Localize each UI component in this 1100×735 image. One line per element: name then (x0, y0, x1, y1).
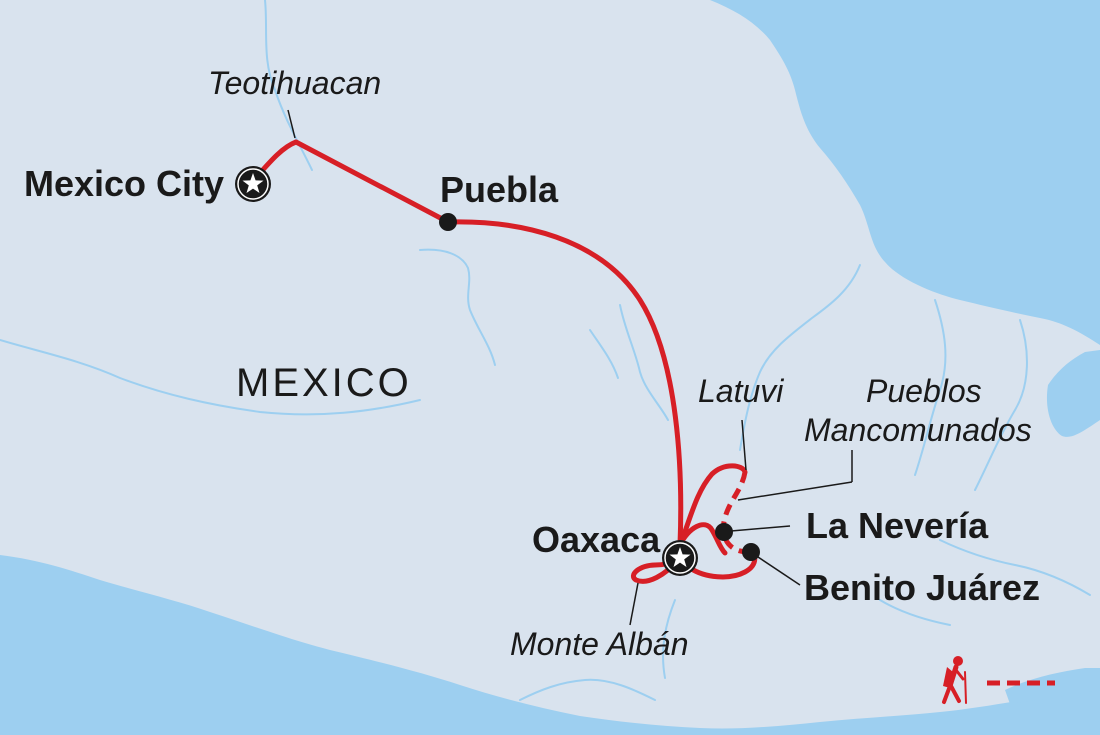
star-icon (242, 173, 264, 193)
river (419, 248, 496, 366)
la-neveria-leader (730, 525, 791, 532)
river (0, 339, 421, 416)
benito-juarez-leader (751, 552, 801, 586)
pacific-coast-lagoon (1005, 668, 1100, 704)
gulf-coast-lagoon (1046, 350, 1100, 437)
la-neveria-dot-marker (715, 523, 733, 541)
map-labels: MEXICO Mexico City Teotihuacan Puebla Oa… (24, 65, 1040, 662)
route-puebla-oaxaca (445, 219, 684, 548)
leader-lines (287, 109, 853, 626)
river (939, 539, 1091, 596)
river (662, 599, 676, 679)
mexico-city-star-marker (235, 166, 271, 202)
oaxaca-star-marker (662, 540, 698, 576)
river (879, 599, 951, 626)
river (914, 299, 947, 476)
pueblos-leader-horizontal (737, 481, 853, 501)
river (974, 319, 1028, 491)
label-puebla: Puebla (440, 169, 559, 210)
label-teotihuacan: Teotihuacan (208, 65, 381, 101)
country-label: MEXICO (236, 361, 412, 405)
river (739, 264, 861, 451)
route-latuvi-return (677, 522, 728, 556)
map-markers (235, 166, 760, 576)
label-benito-juarez: Benito Juárez (804, 567, 1040, 608)
trek-route-dashed (720, 471, 749, 555)
label-mexico-city: Mexico City (24, 163, 224, 204)
puebla-dot-marker (439, 213, 457, 231)
river (619, 304, 669, 421)
label-monte-alban: Monte Albán (510, 626, 688, 662)
rivers (0, 0, 1091, 701)
benito-juarez-dot-marker (742, 543, 760, 561)
label-pueblos-line1: Pueblos (866, 373, 982, 409)
hiker-icon (942, 656, 967, 704)
star-icon (669, 547, 691, 567)
label-latuvi: Latuvi (698, 373, 784, 409)
route-teotihuacan-puebla (293, 139, 451, 225)
legend (942, 656, 1055, 704)
label-pueblos-line2: Mancomunados (804, 412, 1032, 448)
label-la-neveria: La Nevería (806, 505, 989, 546)
route-oaxaca-latuvi-loop (677, 463, 748, 548)
pacific-ocean (0, 555, 1100, 735)
river (519, 678, 656, 701)
label-oaxaca: Oaxaca (532, 519, 661, 560)
latuvi-leader (741, 419, 747, 471)
river (264, 0, 313, 171)
gulf-of-mexico (710, 0, 1100, 345)
teotihuacan-leader (287, 109, 296, 139)
monte-alban-leader (629, 582, 639, 626)
river (589, 329, 619, 379)
